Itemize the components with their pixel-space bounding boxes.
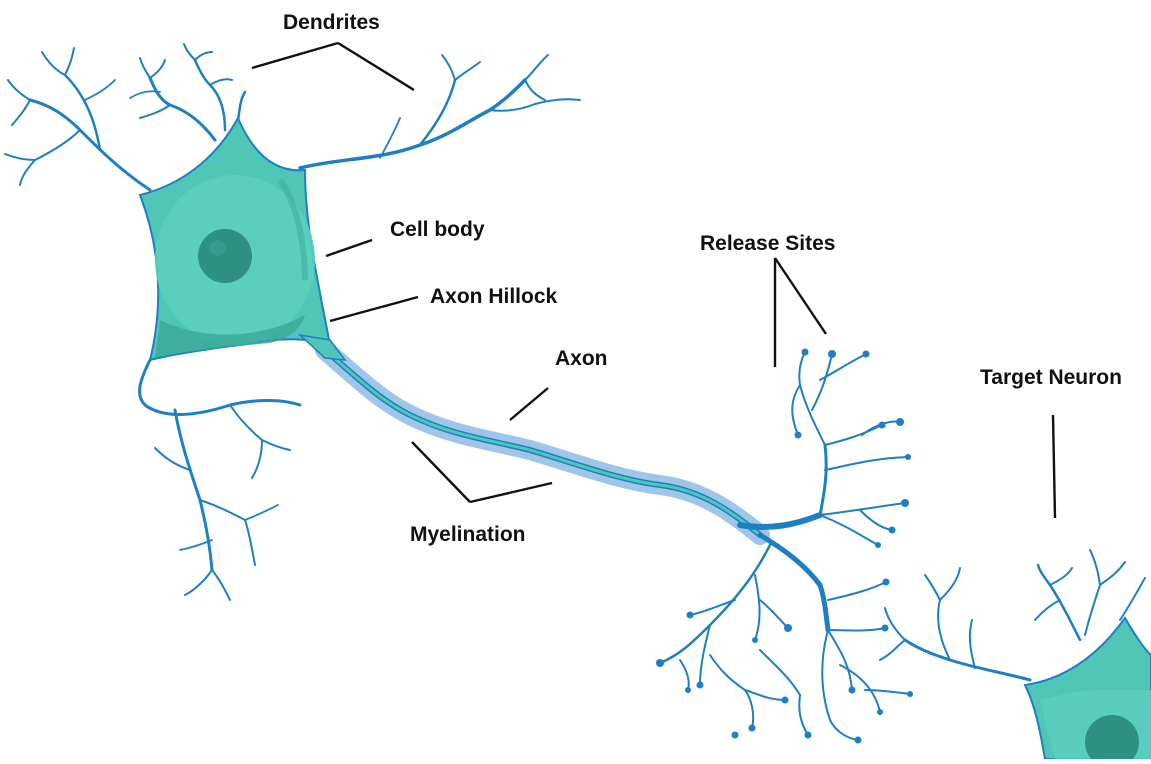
label-cell-body: Cell body bbox=[390, 219, 485, 240]
axon bbox=[300, 335, 760, 535]
release-sites-leader-right bbox=[775, 258, 826, 334]
myelination-leader-right bbox=[470, 483, 552, 502]
target-neuron-leader bbox=[1053, 415, 1055, 518]
label-axon-hillock: Axon Hillock bbox=[430, 286, 557, 307]
myelin-sheath bbox=[325, 350, 760, 535]
label-myelination: Myelination bbox=[410, 524, 526, 545]
axon-leader bbox=[510, 388, 548, 420]
nucleus bbox=[198, 229, 252, 283]
label-axon: Axon bbox=[555, 348, 608, 369]
dendrites-leader-left bbox=[252, 43, 338, 68]
dendrites-leader-right bbox=[338, 43, 414, 90]
label-dendrites: Dendrites bbox=[283, 12, 380, 33]
target-neuron-soma bbox=[1025, 618, 1151, 759]
label-target-neuron: Target Neuron bbox=[980, 367, 1122, 388]
label-release-sites: Release Sites bbox=[700, 233, 835, 254]
axon-hillock-leader bbox=[330, 297, 418, 321]
axon-terminals bbox=[660, 352, 910, 740]
release-site-boutons bbox=[656, 349, 913, 744]
cell-body-leader bbox=[326, 240, 372, 256]
myelination-leader-left bbox=[412, 442, 470, 502]
leader-lines bbox=[252, 43, 1055, 518]
